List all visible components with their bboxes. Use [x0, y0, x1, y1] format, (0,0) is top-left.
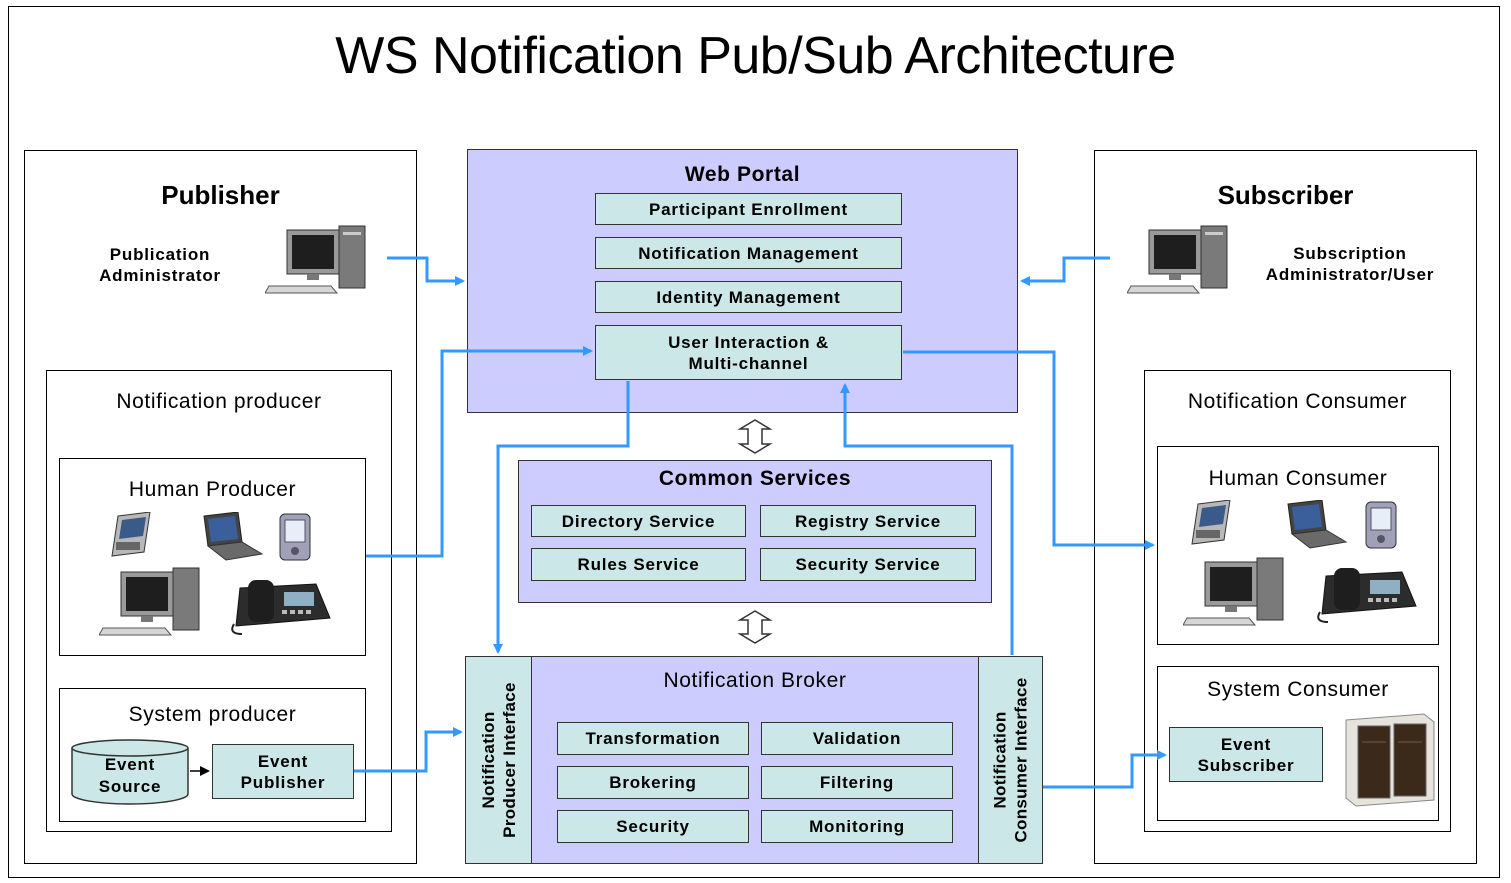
participant-enrollment-box: Participant Enrollment	[595, 193, 902, 225]
identity-management-label: Identity Management	[656, 287, 841, 307]
directory-service-label: Directory Service	[561, 511, 716, 531]
user-interaction-box: User Interaction & Multi-channel	[595, 325, 902, 380]
desk-phone-icon	[231, 580, 331, 635]
diagram-frame	[8, 6, 1500, 878]
monitoring-box: Monitoring	[761, 810, 953, 843]
pda-phone-icon	[1191, 500, 1231, 545]
validation-label: Validation	[812, 729, 902, 748]
system-producer-heading: System producer	[128, 703, 297, 726]
brokering-box: Brokering	[557, 766, 749, 799]
filtering-label: Filtering	[819, 773, 895, 792]
system-consumer-heading: System Consumer	[1207, 678, 1389, 701]
diagram-title: WS Notification Pub/Sub Architecture	[335, 27, 1176, 85]
arrow-event-publisher-to-producer-interface	[354, 727, 463, 773]
computer-icon	[265, 225, 366, 294]
double-arrow-portal-common	[737, 419, 773, 454]
registry-service-box: Registry Service	[760, 505, 976, 537]
arrow-consumer-interface-to-event-subscriber	[1043, 750, 1167, 789]
server-cabinet-icon	[1345, 713, 1435, 807]
subscriber-heading: Subscriber	[1217, 180, 1354, 210]
subscription-admin-label: Subscription Administrator/User	[1265, 244, 1435, 284]
security-box: Security	[557, 810, 749, 843]
arrow-human-producer-to-user-interaction	[366, 346, 593, 558]
rules-service-label: Rules Service	[577, 555, 700, 574]
human-producer-heading: Human Producer	[128, 478, 297, 501]
laptop-icon	[1287, 500, 1348, 549]
arrow-user-interaction-to-human-consumer	[903, 350, 1155, 550]
validation-box: Validation	[761, 722, 953, 755]
notification-management-label: Notification Management	[638, 243, 859, 263]
transformation-box: Transformation	[557, 722, 749, 755]
web-portal-heading: Web Portal	[684, 163, 801, 186]
double-arrow-common-broker	[737, 610, 773, 644]
event-subscriber-label: Event Subscriber	[1197, 734, 1295, 775]
user-interaction-label: User Interaction & Multi-channel	[668, 332, 829, 373]
arrow-portal-to-producer-interface	[493, 381, 630, 654]
event-publisher-label: Event Publisher	[240, 751, 326, 792]
laptop-icon	[203, 512, 264, 561]
handheld-icon	[279, 513, 311, 561]
computer-icon	[1127, 225, 1228, 294]
arrow-consumer-interface-to-portal	[840, 383, 1014, 655]
pda-phone-icon	[111, 512, 151, 557]
monitoring-label: Monitoring	[809, 817, 905, 836]
rules-service-box: Rules Service	[531, 548, 746, 581]
arrow-subscription-admin-to-portal	[1020, 256, 1110, 286]
producer-interface-box: Notification Producer Interface	[465, 656, 532, 864]
security-service-box: Security Service	[760, 548, 976, 581]
consumer-interface-box: Notification Consumer Interface	[978, 656, 1043, 864]
publication-admin-label: Publication Administrator	[99, 245, 221, 285]
publisher-heading: Publisher	[161, 180, 280, 210]
identity-management-box: Identity Management	[595, 281, 902, 313]
human-consumer-heading: Human Consumer	[1208, 467, 1388, 490]
notification-management-box: Notification Management	[595, 237, 902, 269]
security-label: Security	[616, 817, 690, 836]
event-publisher-box: Event Publisher	[212, 744, 354, 799]
filtering-box: Filtering	[761, 766, 953, 799]
directory-service-box: Directory Service	[531, 505, 746, 537]
common-services-heading: Common Services	[658, 467, 852, 490]
brokering-label: Brokering	[609, 773, 697, 792]
registry-service-label: Registry Service	[794, 511, 942, 531]
notification-broker-heading: Notification Broker	[663, 669, 847, 692]
desk-phone-icon	[1317, 568, 1417, 623]
event-subscriber-box: Event Subscriber	[1169, 727, 1323, 782]
handheld-icon	[1365, 501, 1397, 549]
computer-icon	[99, 567, 200, 636]
arrow-publication-admin-to-portal	[387, 256, 465, 286]
human-producer-panel	[59, 458, 366, 656]
notification-consumer-heading: Notification Consumer	[1187, 390, 1408, 413]
transformation-label: Transformation	[585, 729, 721, 748]
event-source-label: Event Source	[98, 755, 162, 796]
database-cylinder-icon	[71, 739, 189, 805]
computer-icon	[1183, 557, 1284, 626]
notification-producer-heading: Notification producer	[116, 390, 322, 413]
participant-enrollment-label: Participant Enrollment	[649, 199, 848, 219]
security-service-label: Security Service	[795, 555, 941, 574]
